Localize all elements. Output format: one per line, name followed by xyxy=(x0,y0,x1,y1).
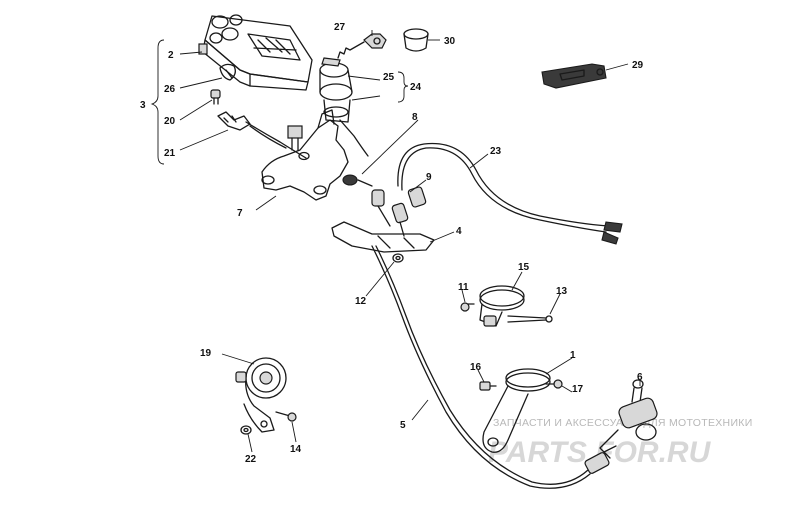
callout-1: 1 xyxy=(570,350,576,361)
callout-5: 5 xyxy=(400,420,406,431)
horn xyxy=(235,357,297,435)
washer-12 xyxy=(392,253,404,263)
callout-29: 29 xyxy=(632,60,644,71)
speedometer-drive xyxy=(599,379,658,459)
callout-19: 19 xyxy=(200,348,212,359)
callout-24: 24 xyxy=(410,82,422,93)
callout-labels: 2 3 26 20 21 7 27 30 25 24 29 8 9 23 4 1… xyxy=(140,22,644,465)
callout-11: 11 xyxy=(458,282,469,293)
callout-25: 25 xyxy=(383,72,395,83)
callout-30: 30 xyxy=(444,36,456,47)
bulb-holders xyxy=(210,63,236,105)
callout-15: 15 xyxy=(518,262,530,273)
callout-9: 9 xyxy=(426,172,432,183)
brace-3 xyxy=(150,39,165,165)
callout-16: 16 xyxy=(470,362,482,373)
ignition-switch xyxy=(319,57,369,157)
key-fob xyxy=(541,63,607,89)
callout-6: 6 xyxy=(637,372,643,383)
callout-17: 17 xyxy=(572,384,584,395)
lower-clamp-arm xyxy=(479,368,563,453)
mounting-plate xyxy=(331,221,435,253)
instrument-cluster xyxy=(198,14,313,91)
callout-4: 4 xyxy=(456,226,462,237)
callout-20: 20 xyxy=(164,116,176,127)
mounting-bracket xyxy=(261,109,349,201)
brace-24 xyxy=(397,71,409,103)
callout-7: 7 xyxy=(237,208,243,219)
callout-3: 3 xyxy=(140,100,146,111)
rubber-cap xyxy=(403,28,429,52)
sensor-cable xyxy=(397,142,623,245)
callout-2: 2 xyxy=(168,50,174,61)
callout-8: 8 xyxy=(412,112,418,123)
callout-14: 14 xyxy=(290,444,302,455)
callout-23: 23 xyxy=(490,146,502,157)
callout-27: 27 xyxy=(334,22,346,33)
callout-22: 22 xyxy=(245,454,257,465)
callout-12: 12 xyxy=(355,296,367,307)
callout-13: 13 xyxy=(556,286,568,297)
callout-26: 26 xyxy=(164,84,176,95)
leader-lines xyxy=(179,30,641,453)
upper-clamp xyxy=(460,285,553,327)
callout-21: 21 xyxy=(164,148,176,159)
ignition-key xyxy=(337,33,387,59)
speedometer-cable xyxy=(371,245,617,489)
